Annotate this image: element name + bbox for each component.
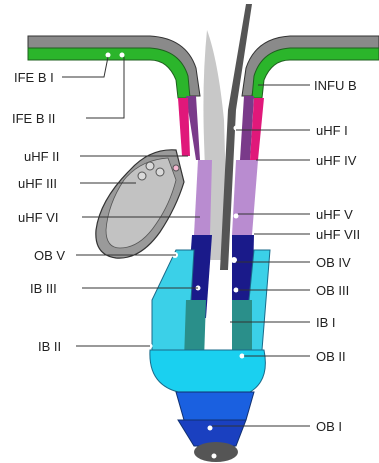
label-ib-iii: IB III — [30, 281, 57, 296]
right-labels: INFU B uHF I uHF IV uHF V uHF VII OB IV … — [314, 78, 360, 434]
label-ob-i: OB I — [316, 419, 342, 434]
label-uhf-v: uHF V — [316, 207, 353, 222]
label-ob-iii: OB III — [316, 283, 349, 298]
sebaceous-gland — [96, 150, 184, 258]
label-ife-b-ii: IFE B II — [12, 111, 55, 126]
label-uhf-iii: uHF III — [18, 176, 57, 191]
label-uhf-ii: uHF II — [24, 149, 59, 164]
label-ob-iv: OB IV — [316, 255, 351, 270]
label-ife-b-i: IFE B I — [14, 70, 54, 85]
label-ob-ii: OB II — [316, 349, 346, 364]
lower-follicle — [148, 235, 271, 462]
label-uhf-vii: uHF VII — [316, 227, 360, 242]
label-uhf-iv: uHF IV — [316, 153, 357, 168]
label-ib-ii: IB II — [38, 339, 61, 354]
label-infu-b: INFU B — [314, 78, 357, 93]
left-labels: IFE B I IFE B II uHF II uHF III uHF VI O… — [12, 70, 65, 354]
leader-ife-b-ii — [86, 57, 124, 118]
label-uhf-vi: uHF VI — [18, 210, 58, 225]
label-ib-i: IB I — [316, 315, 336, 330]
label-uhf-i: uHF I — [316, 123, 348, 138]
label-ob-v: OB V — [34, 248, 65, 263]
